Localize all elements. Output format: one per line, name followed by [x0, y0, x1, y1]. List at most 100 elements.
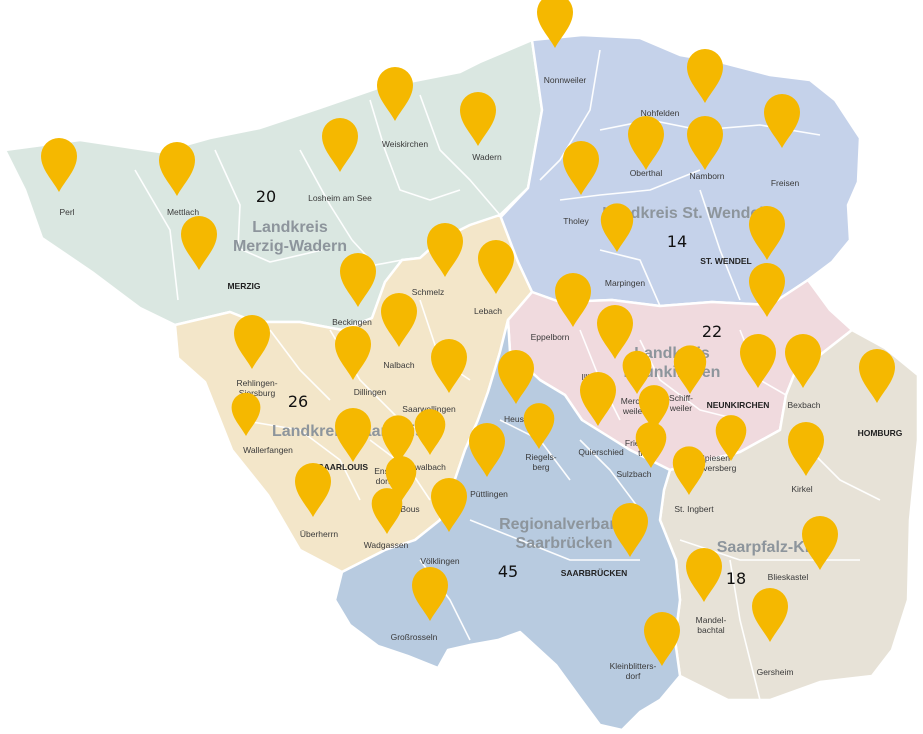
map-marker-icon[interactable] [234, 315, 270, 369]
map-marker-icon[interactable] [322, 118, 358, 172]
map-marker-icon[interactable] [427, 223, 463, 277]
pins [40, 0, 895, 666]
map-marker-shape [638, 385, 670, 431]
region-count-merzig-wadern: 20 [256, 187, 276, 206]
map-marker-icon[interactable] [859, 349, 895, 403]
region-label-line: Saarbrücken [516, 535, 613, 552]
map-marker-icon[interactable] [555, 272, 592, 327]
map-marker-icon[interactable] [412, 567, 448, 621]
map-marker-icon[interactable] [381, 415, 415, 464]
map-marker-icon[interactable] [715, 415, 747, 461]
map-marker-icon[interactable] [381, 293, 417, 347]
place-label-line: Wadgassen [364, 540, 409, 550]
region-label-line: Landkreis St. Wendel [602, 205, 764, 222]
map-marker-icon[interactable] [802, 516, 838, 570]
map-marker-icon[interactable] [40, 137, 77, 192]
place-label-line: Blieskastel [768, 572, 809, 582]
place-label-line: Dillingen [354, 387, 387, 397]
map-marker-icon[interactable] [740, 334, 776, 388]
map-marker-icon[interactable] [638, 385, 670, 431]
map-marker-icon[interactable] [644, 612, 680, 666]
place-label-line: Nalbach [383, 360, 414, 370]
map-marker-icon[interactable] [295, 463, 331, 517]
map-marker-icon[interactable] [431, 339, 467, 393]
place-label-line: Überherrn [300, 529, 339, 539]
map-marker-icon[interactable] [340, 253, 376, 307]
map-marker-icon[interactable] [159, 142, 195, 196]
place-label-line: bachtal [697, 625, 725, 635]
map-marker-icon[interactable] [469, 423, 505, 477]
map-marker-icon[interactable] [628, 116, 664, 170]
map-marker-icon[interactable] [788, 422, 824, 476]
place-label-puettlingen: Püttlingen [470, 489, 508, 499]
map-marker-icon[interactable] [622, 350, 652, 394]
place-label-mettlach: Mettlach [167, 207, 199, 217]
map-marker-icon[interactable] [764, 94, 800, 148]
place-label-line: Weiskirchen [382, 139, 428, 149]
map-marker-icon[interactable] [687, 49, 723, 103]
region-saarbruecken[interactable] [333, 318, 682, 732]
place-label-line: berg [532, 462, 549, 472]
place-label-nalbach: Nalbach [383, 360, 414, 370]
map-marker-icon[interactable] [431, 478, 467, 532]
map-marker-icon[interactable] [580, 372, 616, 426]
map-marker-icon[interactable] [563, 141, 599, 195]
map-marker-icon[interactable] [181, 216, 217, 270]
place-label-blieskastel: Blieskastel [768, 572, 809, 582]
map-marker-icon[interactable] [686, 548, 722, 602]
place-label-line: Spiesen- [699, 453, 733, 463]
place-label-tholey: Tholey [563, 216, 589, 226]
map-marker-icon[interactable] [377, 67, 413, 121]
map-marker-icon[interactable] [687, 116, 723, 170]
map-marker-icon[interactable] [612, 503, 648, 557]
map-marker-shape [612, 503, 648, 557]
map-marker-icon[interactable] [600, 203, 634, 252]
place-label-saarlouis: SAARLOUIS [318, 462, 368, 472]
map-marker-icon[interactable] [385, 456, 417, 502]
map-marker-icon[interactable] [335, 326, 371, 380]
place-label-line: Großrosseln [391, 632, 438, 642]
map-marker-icon[interactable] [749, 206, 785, 260]
place-label-kleinblittersdorf: Kleinblitters-dorf [610, 661, 657, 681]
map-marker-icon[interactable] [597, 305, 633, 359]
map-marker-shape [414, 409, 446, 455]
map-marker-icon[interactable] [231, 392, 261, 436]
place-label-freisen: Freisen [771, 178, 800, 188]
map-marker-icon[interactable] [537, 0, 573, 48]
place-label-line: HOMBURG [858, 428, 903, 438]
place-label-rehlingen: Rehlingen-Siersburg [236, 378, 277, 398]
map-marker-icon[interactable] [498, 350, 534, 404]
place-label-grossrosseln: Großrosseln [391, 632, 438, 642]
map-marker-icon[interactable] [371, 488, 403, 534]
map-marker-icon[interactable] [460, 92, 496, 146]
map-marker-icon[interactable] [335, 408, 371, 462]
map-marker-icon[interactable] [414, 409, 446, 455]
place-label-line: dorf [626, 671, 641, 681]
place-label-merchweiler: Merch-weiler [621, 396, 648, 416]
map-marker-shape [377, 67, 413, 121]
map-marker-shape [371, 488, 403, 534]
place-label-marpingen: Marpingen [605, 278, 645, 288]
map-marker-icon[interactable] [523, 403, 555, 449]
map-marker-shape [859, 349, 895, 403]
map-marker-icon[interactable] [785, 334, 821, 388]
map-marker-shape [381, 293, 417, 347]
map-marker-shape [412, 567, 448, 621]
map-marker-icon[interactable] [673, 345, 707, 394]
map-marker-icon[interactable] [749, 263, 785, 317]
map-marker-icon[interactable] [752, 588, 788, 642]
place-label-line: Kleinblitters- [610, 661, 657, 671]
place-label-merzig: MERZIG [227, 281, 260, 291]
map-marker-icon[interactable] [478, 240, 514, 294]
place-label-line: Quierschied [578, 447, 624, 457]
map-marker-shape [597, 305, 633, 359]
place-label-sulzbach: Sulzbach [617, 469, 652, 479]
place-label-line: Ens- [374, 466, 392, 476]
place-label-line: Siersburg [239, 388, 276, 398]
place-label-wadern: Wadern [472, 152, 502, 162]
region-label-line: Merzig-Wadern [233, 238, 347, 255]
map-marker-icon[interactable] [672, 446, 706, 495]
map-marker-icon[interactable] [635, 422, 667, 468]
